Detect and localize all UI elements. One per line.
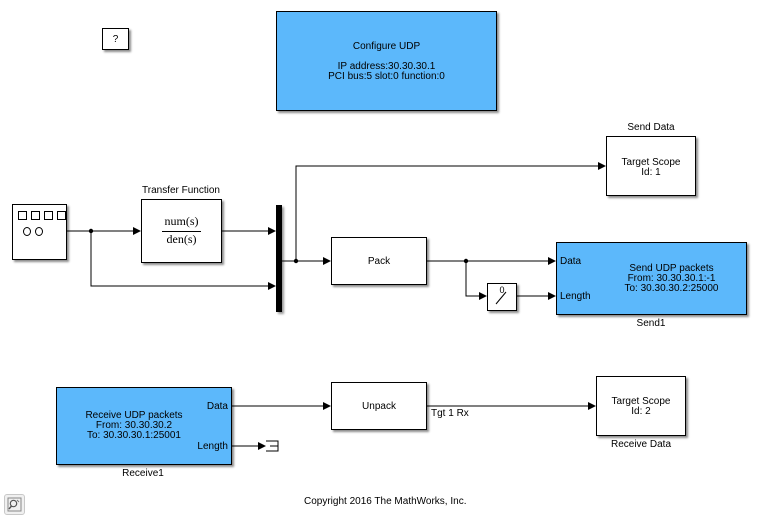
- receive-scope-line2: Id: 2: [631, 406, 651, 417]
- receive-scope-line1: Target Scope: [611, 396, 671, 407]
- configure-udp-pci: PCI bus:5 slot:0 function:0: [328, 71, 445, 82]
- send-udp-block[interactable]: Data Length Send UDP packets From: 30.30…: [556, 242, 747, 315]
- send-udp-line3: To: 30.30.30.2:25000: [624, 283, 719, 294]
- mux-block[interactable]: [276, 205, 282, 312]
- receive-scope-name: Receive Data: [610, 439, 672, 450]
- send-scope-line2: Id: 1: [641, 167, 661, 178]
- signal-generator-circles-icon: [23, 227, 43, 236]
- send-scope-line1: Target Scope: [621, 157, 681, 168]
- send-udp-line2: From: 30.30.30.1:-1: [627, 273, 716, 284]
- receive-udp-line2: From: 30.30.30.2: [95, 420, 173, 431]
- help-block[interactable]: ?: [102, 28, 129, 50]
- configure-udp-ip: IP address:30.30.30.1: [337, 61, 436, 72]
- terminator-icon: [266, 440, 279, 452]
- receive-udp-name: Receive1: [122, 468, 164, 479]
- transfer-function-name: Transfer Function: [142, 185, 220, 196]
- configure-udp-block[interactable]: Configure UDP IP address:30.30.30.1 PCI …: [276, 11, 497, 111]
- unpack-block[interactable]: Unpack: [331, 382, 427, 430]
- signal-label-tgt-rx: Tgt 1 Rx: [431, 408, 469, 419]
- receive-udp-port-data: Data: [206, 401, 228, 412]
- branch-point: [463, 258, 469, 264]
- width-block-label: 0: [499, 285, 505, 295]
- send-scope-name: Send Data: [627, 122, 675, 133]
- pack-label: Pack: [367, 256, 391, 267]
- send-udp-line1: Send UDP packets: [629, 263, 714, 274]
- send-udp-name: Send1: [636, 318, 666, 329]
- width-block[interactable]: 0: [487, 283, 517, 311]
- receive-udp-line1: Receive UDP packets: [85, 410, 183, 421]
- signal-generator-squares-icon: [18, 211, 66, 220]
- receive-scope-block[interactable]: Target Scope Id: 2: [596, 376, 686, 436]
- send-scope-block[interactable]: Target Scope Id: 1: [606, 136, 696, 196]
- signal-generator-block[interactable]: [12, 204, 67, 260]
- zoom-fit-button[interactable]: [4, 494, 25, 515]
- branch-point: [88, 228, 94, 234]
- help-block-label: ?: [112, 34, 119, 45]
- wire-pack-to-width: [465, 261, 487, 300]
- unpack-label: Unpack: [362, 401, 396, 412]
- pack-block[interactable]: Pack: [331, 237, 427, 285]
- receive-udp-port-length: Length: [197, 441, 228, 452]
- send-udp-port-length: Length: [560, 291, 591, 302]
- send-udp-port-data: Data: [560, 256, 582, 267]
- copyright-text: Copyright 2016 The MathWorks, Inc.: [304, 496, 467, 507]
- transfer-function-numerator: num(s): [164, 214, 199, 228]
- transfer-function-denominator: den(s): [166, 232, 197, 246]
- transfer-function-block[interactable]: num(s) den(s): [141, 199, 222, 263]
- receive-udp-line3: To: 30.30.30.1:25001: [87, 430, 181, 441]
- receive-udp-block[interactable]: Receive UDP packets From: 30.30.30.2 To:…: [56, 387, 232, 465]
- branch-point: [293, 258, 299, 264]
- configure-udp-title: Configure UDP: [352, 41, 421, 52]
- magnifier-icon: [7, 497, 22, 512]
- fraction-bar: [162, 231, 201, 232]
